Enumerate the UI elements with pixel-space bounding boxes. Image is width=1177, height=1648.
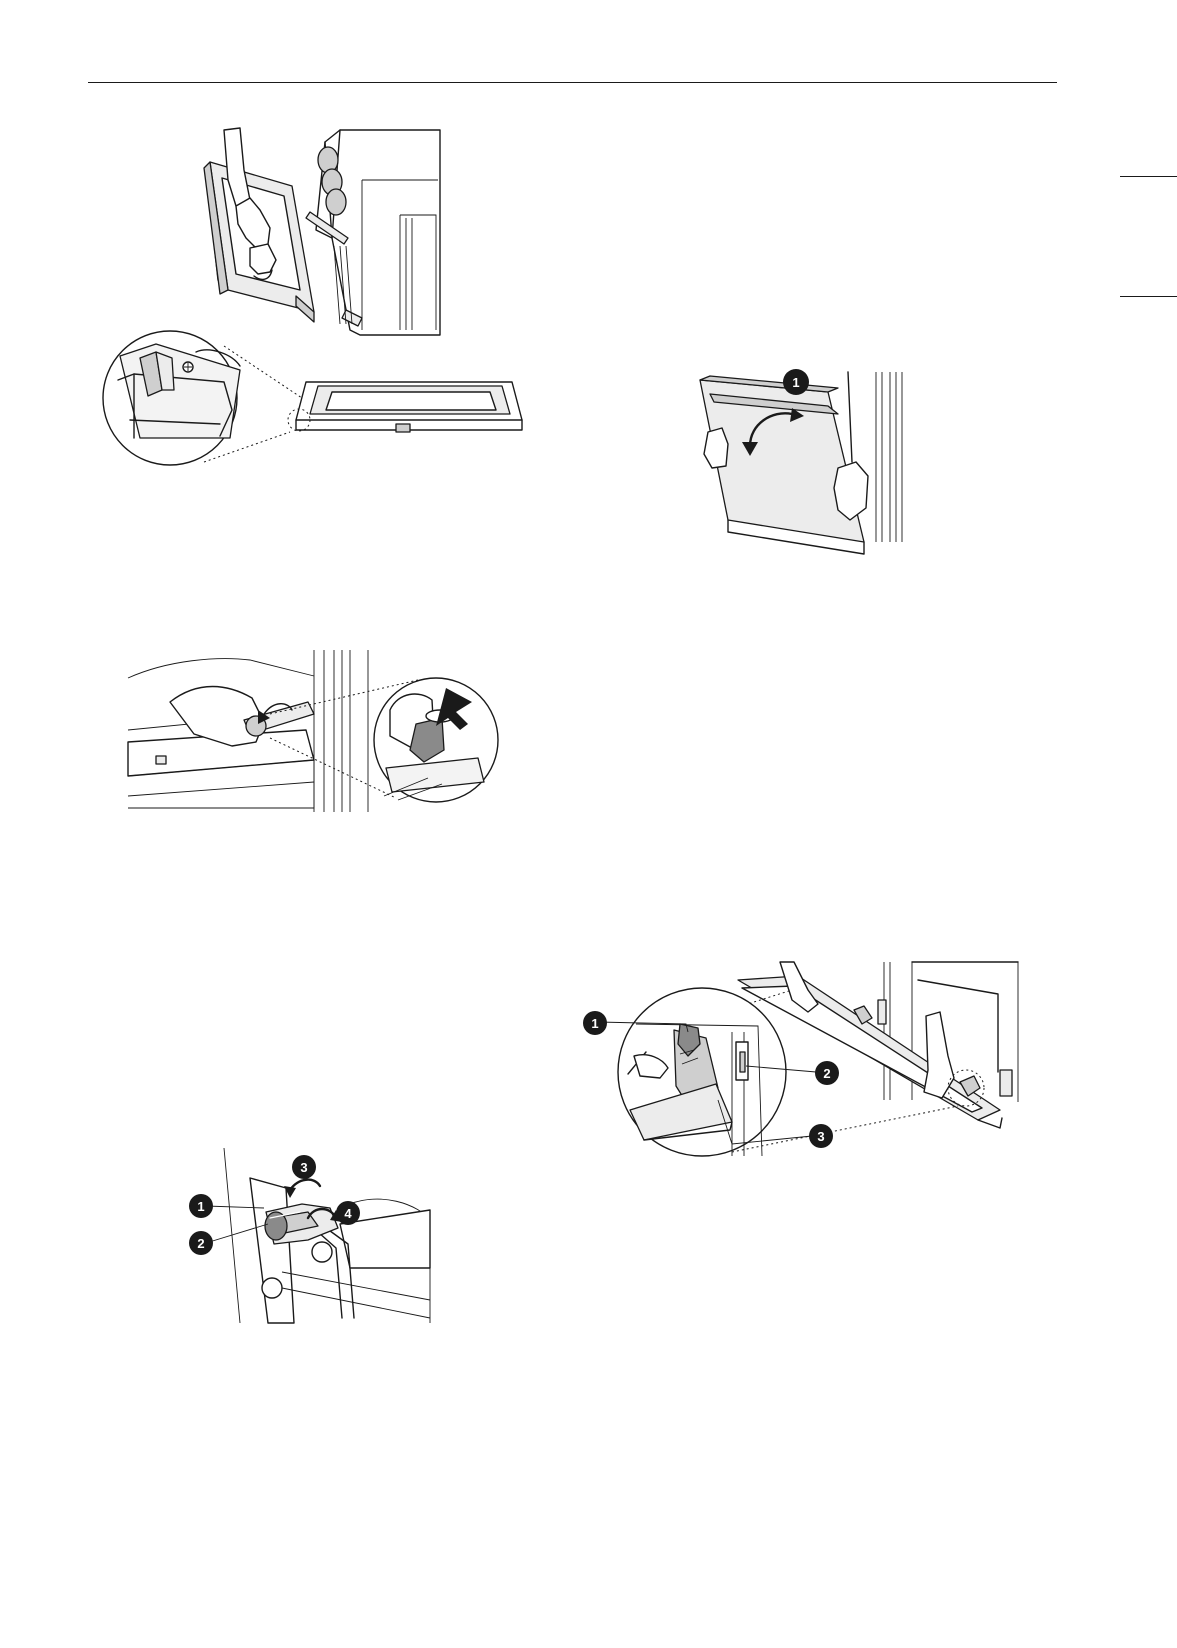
svg-text:1: 1 (197, 1199, 204, 1214)
hinge-lock-illustration (128, 650, 500, 812)
callout-badge: 1 (782, 368, 810, 396)
svg-text:1: 1 (591, 1016, 598, 1031)
door-rotate-figure: 1 (688, 370, 918, 545)
top-rule (88, 82, 1057, 83)
callout-badge: 3 (808, 1123, 834, 1149)
callout-badge: 2 (814, 1060, 840, 1086)
callout-number: 1 (792, 375, 799, 390)
callout-badge: 1 (582, 1010, 608, 1036)
svg-text:4: 4 (344, 1206, 352, 1221)
side-tab-top-line (1120, 176, 1177, 177)
door-reinstall-figure: 1 2 3 (582, 960, 1032, 1160)
svg-text:3: 3 (300, 1160, 307, 1175)
svg-text:2: 2 (823, 1066, 830, 1081)
door-reinstall-illustration (582, 960, 1032, 1160)
callout-badge: 2 (188, 1230, 214, 1256)
door-removal-figure (100, 120, 530, 470)
callout-badge: 4 (335, 1200, 361, 1226)
side-tab-bottom-line (1120, 296, 1177, 297)
hinge-lever-figure: 3 4 1 2 (190, 1148, 440, 1323)
svg-text:3: 3 (817, 1129, 824, 1144)
hinge-lock-figure (128, 650, 500, 812)
door-removal-illustration (100, 120, 530, 470)
callout-badge: 1 (188, 1193, 214, 1219)
callout-badge: 3 (291, 1154, 317, 1180)
svg-text:2: 2 (197, 1236, 204, 1251)
door-rotate-illustration (688, 370, 918, 545)
